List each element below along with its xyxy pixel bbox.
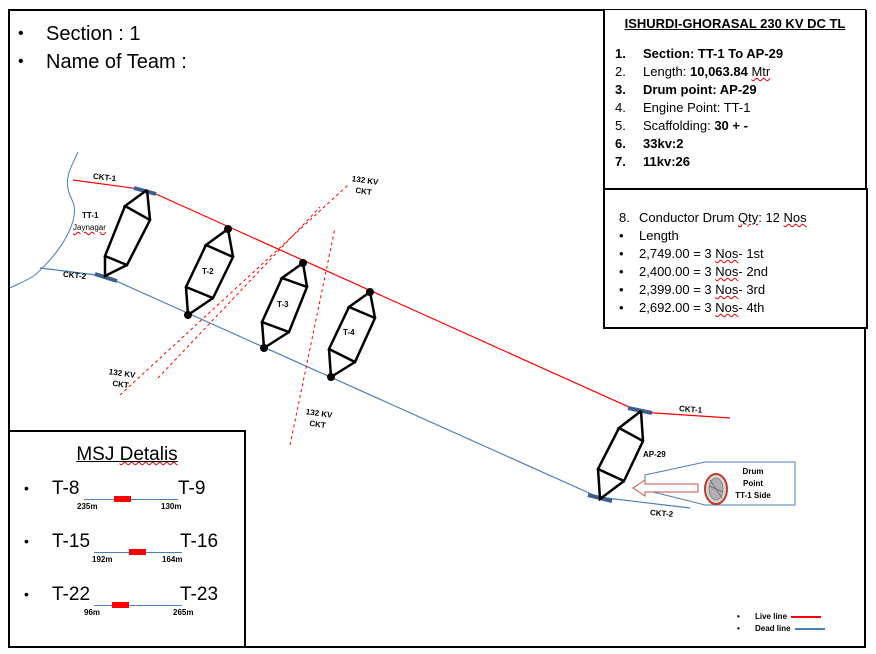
msj-title: MSJ Detalis: [76, 444, 178, 465]
info-engine-point: 4.Engine Point: TT-1: [615, 100, 751, 115]
tower-ap29: [596, 410, 645, 502]
tower-tt1: [103, 188, 152, 279]
tower-t2-label: T-2: [202, 267, 214, 276]
dead-line-ckt2-left: [39, 267, 106, 277]
info-33kv: 6.33kv:2: [615, 136, 684, 151]
msj-row: • T-15 T-16 192m 164m: [24, 531, 219, 564]
drum-length-item: •2,400.00 = 3 Nos- 2nd: [619, 264, 769, 279]
drum-point-label: Drum Point TT-1 Side: [735, 467, 771, 500]
tower-t4-top-node: [366, 288, 374, 296]
msj-left-distance: 96m: [84, 608, 101, 617]
start-tower-label: TT-1: [82, 211, 99, 220]
msj-to: T-16: [180, 531, 219, 552]
msj-span-line: [84, 499, 178, 500]
msj-joint-marker: [114, 496, 131, 502]
msj-to: T-9: [178, 478, 206, 499]
crossing-132kv-1a: [119, 184, 349, 396]
tower-t4-label: T-4: [343, 328, 355, 337]
section-text: Section : 1: [46, 23, 141, 45]
msj-row: • T-22 T-23 96m 265m: [24, 584, 219, 617]
crossing-132kv-1b: [157, 206, 321, 379]
start-place-label: Jaynagar: [73, 223, 106, 232]
live-line-main: [146, 189, 641, 413]
info-length: 2.Length: 10,063.84 Mtr: [615, 64, 771, 79]
drum-length-heading: •Length: [619, 228, 679, 243]
conductor-drum-box: 8.Conductor Drum Qty: 12 Nos •Length •2,…: [603, 188, 868, 329]
arrow-to-ap29: [632, 479, 699, 497]
info-section: 1.Section: TT-1 To AP-29: [615, 46, 784, 61]
msj-joint-marker: [112, 602, 129, 608]
legend-dead: •Dead line: [737, 623, 825, 635]
msj-joint-marker: [129, 549, 146, 555]
legend-live: •Live line: [737, 611, 825, 623]
live-line-swatch: [791, 616, 822, 618]
msj-span-line: [94, 605, 182, 606]
ckt2-right-label: CKT-2: [649, 508, 674, 519]
line-info-box: ISHURDI-GHORASAL 230 KV DC TL 1.Section:…: [603, 10, 867, 190]
live-line-ckt1-right: [639, 411, 731, 419]
drum-length-item: •2,399.00 = 3 Nos- 3rd: [619, 282, 766, 297]
msj-from: T-22: [52, 584, 91, 605]
info-11kv: 7.11kv:26: [615, 154, 690, 169]
msj-details-box: MSJ Detalis • T-8 T-9 235m 130m • T-15 T…: [8, 430, 246, 648]
msj-to: T-23: [180, 584, 219, 605]
dead-line-swatch: [794, 628, 825, 630]
legend: •Live line •Dead line: [737, 611, 825, 635]
info-scaffolding: 5.Scaffolding: 30 + -: [615, 118, 748, 133]
msj-from: T-15: [52, 531, 91, 552]
msj-left-distance: 192m: [92, 555, 113, 564]
msj-left-distance: 235m: [77, 502, 98, 511]
ap29-label: AP-29: [643, 450, 666, 459]
drum-reel-icon: [704, 473, 728, 505]
tower-t4-bottom-node: [327, 373, 335, 381]
drum-qty: 8.Conductor Drum Qty: 12 Nos: [619, 210, 807, 225]
info-drum-point: 3.Drum point: AP-29: [615, 82, 757, 97]
tower-t3-label: T-3: [277, 300, 289, 309]
msj-right-distance: 164m: [162, 555, 183, 564]
section-header: •Section : 1 •Name of Team :: [18, 20, 187, 76]
tower-t2-top-node: [224, 225, 232, 233]
dead-line-ckt2-right: [597, 496, 691, 509]
msj-right-distance: 130m: [161, 502, 182, 511]
line-title: ISHURDI-GHORASAL 230 KV DC TL: [624, 16, 846, 31]
tower-t3-top-node: [299, 259, 307, 267]
msj-from: T-8: [52, 478, 80, 499]
ckt1-right-label: CKT-1: [678, 404, 703, 415]
drum-length-item: •2,749.00 = 3 Nos- 1st: [619, 246, 764, 261]
tower-t3-bottom-node: [260, 344, 268, 352]
boundary-curve: [9, 151, 79, 289]
tower-t2-bottom-node: [184, 311, 192, 319]
msj-row: • T-8 T-9 235m 130m: [24, 478, 206, 511]
drum-length-item: •2,692.00 = 3 Nos- 4th: [619, 300, 765, 315]
msj-right-distance: 265m: [173, 608, 194, 617]
crossing-132kv-2: [289, 227, 336, 446]
insulator-tt1-bottom: [94, 272, 118, 283]
team-name-text: Name of Team :: [46, 51, 187, 73]
